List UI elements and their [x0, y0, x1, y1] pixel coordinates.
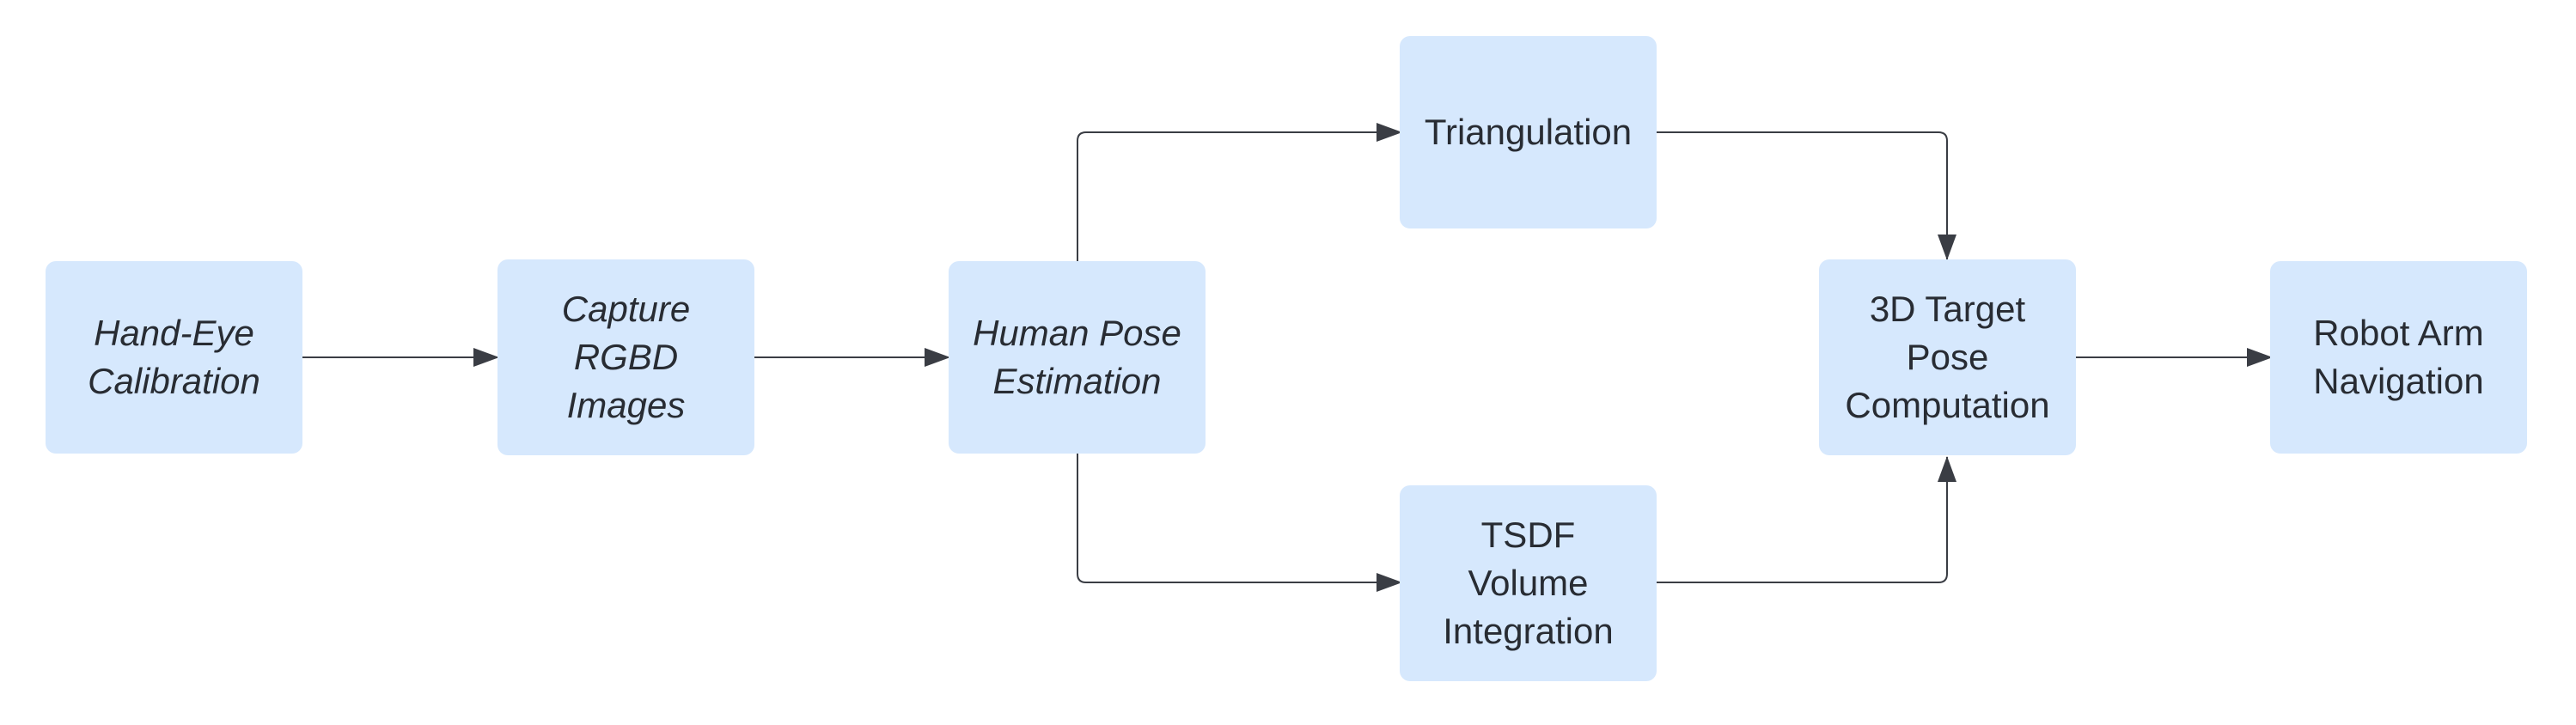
node-label: Robot Arm Navigation [2313, 313, 2484, 401]
node-label: Triangulation [1424, 112, 1633, 152]
node-label: Hand-Eye Calibration [88, 313, 260, 401]
node-capture-rgbd-images: Capture RGBD Images [497, 259, 754, 455]
node-label: Capture RGBD Images [561, 289, 691, 425]
node-3d-target-pose-computation: 3D Target Pose Computation [1819, 259, 2076, 455]
node-human-pose-estimation: Human Pose Estimation [949, 261, 1206, 454]
edge-human-pose-to-triangulation [1077, 123, 1402, 261]
edge-tsdf-to-target-pose [1657, 456, 1956, 583]
node-label: Human Pose Estimation [973, 313, 1181, 401]
node-robot-arm-navigation: Robot Arm Navigation [2270, 261, 2527, 454]
node-label: 3D Target Pose Computation [1845, 289, 2050, 425]
node-triangulation: Triangulation [1400, 36, 1657, 228]
node-label: TSDF Volume Integration [1443, 515, 1614, 651]
node-hand-eye-calibration: Hand-Eye Calibration [46, 261, 302, 454]
node-tsdf-volume-integration: TSDF Volume Integration [1400, 485, 1657, 681]
edge-triangulation-to-target-pose [1657, 131, 1956, 260]
edge-human-pose-to-tsdf [1077, 454, 1402, 592]
